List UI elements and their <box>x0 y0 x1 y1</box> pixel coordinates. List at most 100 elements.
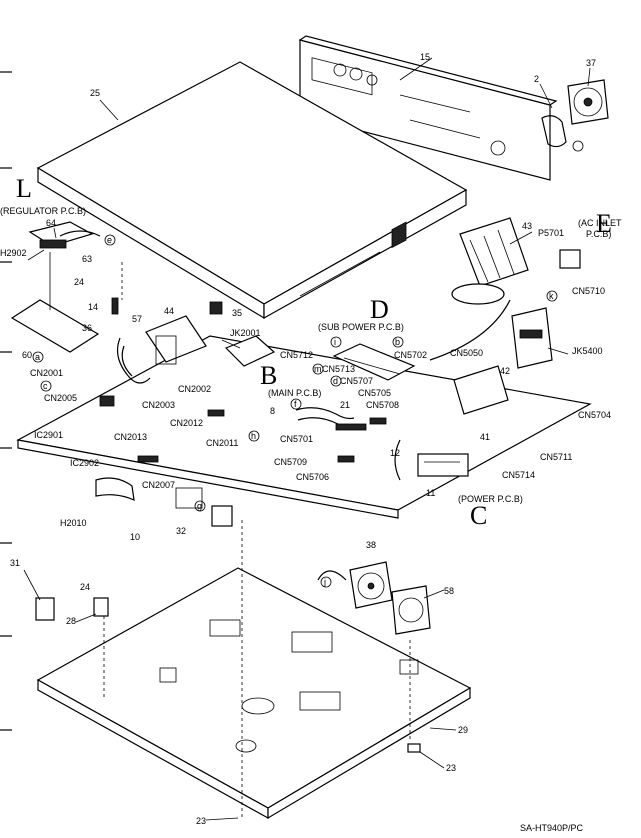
conn-cn5707: CN5707 <box>340 376 373 386</box>
part-60: 60 <box>22 350 32 360</box>
ref-letter-f: f <box>290 398 302 410</box>
conn-h2902: H2902 <box>0 248 27 258</box>
svg-text:i: i <box>334 337 336 347</box>
part-58: 58 <box>444 586 454 596</box>
conn-cn5714: CN5714 <box>502 470 535 480</box>
conn-cn2002: CN2002 <box>178 384 211 394</box>
svg-text:h: h <box>251 431 256 441</box>
section-b: B <box>260 361 277 390</box>
conn-jk2001: JK2001 <box>230 328 261 338</box>
conn-cn5705: CN5705 <box>358 388 391 398</box>
conn-ic2901: IC2901 <box>34 430 63 440</box>
conn-cn5050: CN5050 <box>450 348 483 358</box>
conn-cn2001: CN2001 <box>30 368 63 378</box>
ref-letter-a: a <box>32 351 44 363</box>
part-31: 31 <box>10 558 20 568</box>
conn-cn2013: CN2013 <box>114 432 147 442</box>
flat-cable <box>295 407 387 463</box>
conn-jk5400: JK5400 <box>572 346 603 356</box>
part-14: 14 <box>88 302 98 312</box>
margin-ticks <box>0 71 12 731</box>
part-37: 37 <box>586 58 596 68</box>
part-24-a: 24 <box>74 277 84 287</box>
part-21: 21 <box>340 400 350 410</box>
sub-power-board-d <box>332 343 416 381</box>
ref-letter-g: g <box>194 500 206 512</box>
part-57: 57 <box>132 314 142 324</box>
section-d: D <box>370 295 389 324</box>
leader-lines <box>23 57 591 821</box>
front-panel-15 <box>298 35 558 181</box>
part-24-b: 24 <box>80 582 90 592</box>
part-63: 63 <box>82 254 92 264</box>
parts-31-24 <box>35 597 421 753</box>
ref-letter-h: h <box>248 430 260 442</box>
part-36: 36 <box>82 323 92 333</box>
svg-text:k: k <box>549 291 554 301</box>
conn-cn5709: CN5709 <box>274 457 307 467</box>
part-12: 12 <box>390 448 400 458</box>
label-ac-inlet-1: (AC INLET <box>578 218 622 228</box>
part-28: 28 <box>66 616 76 626</box>
conn-cn2007: CN2007 <box>142 480 175 490</box>
label-main-pcb: (MAIN P.C.B) <box>268 388 321 398</box>
svg-text:d: d <box>333 376 338 386</box>
svg-text:c: c <box>43 381 48 391</box>
regulator-board <box>10 221 101 353</box>
conn-cn5713: CN5713 <box>322 364 355 374</box>
part-8: 8 <box>270 406 275 416</box>
conn-cn5702: CN5702 <box>394 350 427 360</box>
conn-cn2012: CN2012 <box>170 418 203 428</box>
power-board-c <box>394 217 581 481</box>
part-32: 32 <box>176 526 186 536</box>
svg-text:g: g <box>197 501 202 511</box>
section-l: L <box>16 174 32 203</box>
svg-text:b: b <box>395 337 400 347</box>
conn-ic2902: IC2902 <box>70 458 99 468</box>
label-ac-inlet-2: P.C.B) <box>586 229 611 239</box>
fan-37 <box>541 79 609 152</box>
ref-letter-j: j <box>320 576 332 588</box>
svg-text:e: e <box>107 235 112 245</box>
part-2: 2 <box>534 74 539 84</box>
conn-cn2011: CN2011 <box>206 438 238 448</box>
part-43: 43 <box>522 221 532 231</box>
part-44: 44 <box>164 306 174 316</box>
part-29: 29 <box>458 725 468 735</box>
part-23-a: 23 <box>446 763 456 773</box>
svg-text:f: f <box>294 399 297 409</box>
conn-cn5710: CN5710 <box>572 286 605 296</box>
conn-cn5708: CN5708 <box>366 400 399 410</box>
top-cover-25 <box>36 61 468 320</box>
section-c: C <box>470 501 487 530</box>
conn-cn2005: CN2005 <box>44 393 77 403</box>
ref-letter-c: c <box>40 380 52 392</box>
conn-cn5704: CN5704 <box>578 410 611 420</box>
conn-cn2003: CN2003 <box>142 400 175 410</box>
conn-h2010: H2010 <box>60 518 87 528</box>
section-e: E <box>596 209 612 238</box>
label-sub-power-pcb: (SUB POWER P.C.B) <box>318 322 404 332</box>
ref-letter-b: b <box>392 336 404 348</box>
svg-text:m: m <box>314 364 322 374</box>
conn-cn5706: CN5706 <box>296 472 329 482</box>
footer-code: SA-HT940P/PC <box>520 823 584 833</box>
svg-text:j: j <box>323 577 326 587</box>
part-38: 38 <box>366 540 376 550</box>
ref-letter-m: m <box>312 363 324 375</box>
fan-38 <box>317 561 393 609</box>
part-11: 11 <box>426 488 435 498</box>
label-power-pcb: (POWER P.C.B) <box>458 494 523 504</box>
part-35: 35 <box>232 308 242 318</box>
connector-block <box>95 297 276 527</box>
main-board-b <box>16 335 592 519</box>
ref-letter-k: k <box>546 290 558 302</box>
part-25: 25 <box>90 88 100 98</box>
part-10: 10 <box>130 532 140 542</box>
label-regulator-pcb: (REGULATOR P.C.B) <box>0 206 86 216</box>
svg-text:a: a <box>35 352 40 362</box>
ref-letter-e-top: e <box>104 234 116 246</box>
guide-lines <box>103 262 411 818</box>
